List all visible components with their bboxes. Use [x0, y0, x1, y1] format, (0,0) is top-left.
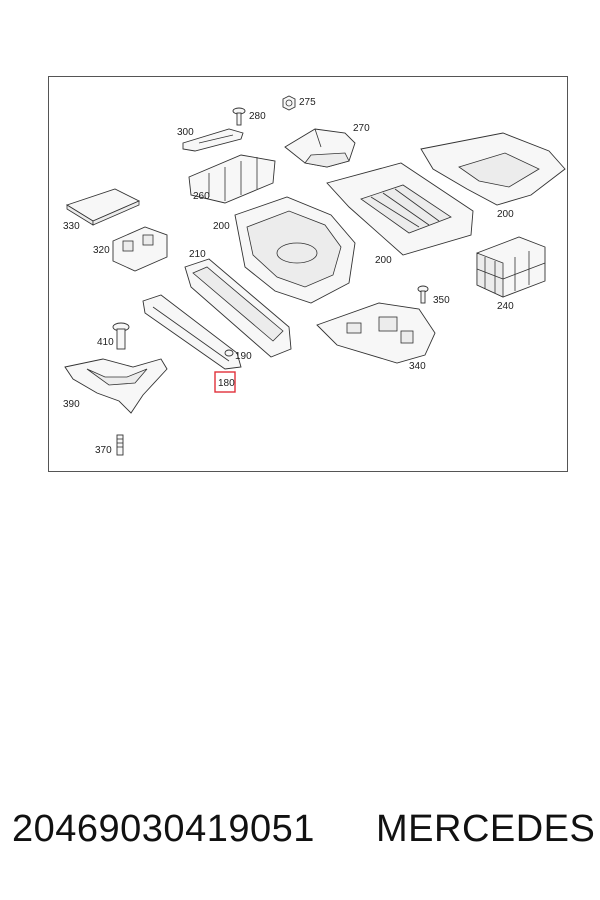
callout-200-tub: 200	[213, 221, 230, 232]
part-200-floor-panel	[326, 162, 474, 256]
part-275-nut	[282, 95, 296, 111]
callout-180-highlight	[214, 371, 236, 393]
callout-370: 370	[95, 445, 112, 456]
part-350-screw	[417, 285, 429, 304]
parts-diagram-frame: 275 280 300 270 260 330 200 200 320 210 …	[48, 76, 568, 472]
callout-275: 275	[299, 97, 316, 108]
part-200-tub-center	[234, 196, 356, 304]
brand-name: MERCEDES	[376, 808, 596, 850]
part-300-strip	[182, 128, 244, 152]
callout-330: 330	[63, 221, 80, 232]
part-270-bracket	[284, 128, 356, 168]
callout-240: 240	[497, 301, 514, 312]
callout-280: 280	[249, 111, 266, 122]
part-280-screw	[232, 107, 246, 126]
part-200-side-panel	[420, 132, 566, 206]
callout-200-side: 200	[497, 209, 514, 220]
part-260-tray	[188, 154, 276, 204]
callout-210: 210	[189, 249, 206, 260]
exploded-parts-diagram: 275 280 300 270 260 330 200 200 320 210 …	[63, 95, 566, 456]
callout-320: 320	[93, 245, 110, 256]
footer-caption: 20469030419051 MERCEDES	[0, 808, 600, 858]
part-210-long-tray	[184, 258, 292, 358]
callout-350: 350	[433, 295, 450, 306]
part-390-shroud	[64, 358, 168, 414]
callout-270: 270	[353, 123, 370, 134]
part-330-cover	[65, 188, 141, 226]
part-180-rail	[142, 294, 242, 370]
callout-190: 190	[235, 351, 252, 362]
part-370-bolt	[116, 434, 124, 456]
callout-410: 410	[97, 337, 114, 348]
part-340-base	[316, 302, 436, 364]
callout-200-floor: 200	[375, 255, 392, 266]
callout-300: 300	[177, 127, 194, 138]
part-240-crate	[476, 236, 546, 298]
callout-180: 180	[218, 378, 235, 389]
callout-260: 260	[193, 191, 210, 202]
callout-340: 340	[409, 361, 426, 372]
part-190-clip	[224, 349, 234, 357]
callout-390: 390	[63, 399, 80, 410]
part-number: 20469030419051	[12, 808, 315, 850]
part-320-box	[112, 226, 168, 272]
part-410-pin	[112, 322, 130, 350]
